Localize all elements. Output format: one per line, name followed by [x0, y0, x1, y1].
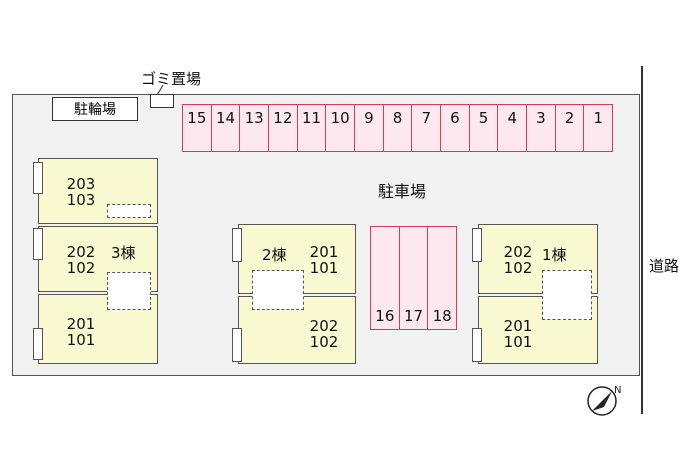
parking-lot-label: 駐車場: [378, 182, 427, 201]
unit-number: 103: [66, 191, 96, 209]
unit-number: 202: [309, 317, 339, 335]
unit-number: 101: [503, 333, 533, 351]
parking-space: 7: [411, 104, 442, 152]
stair-outline: [252, 270, 304, 310]
unit-number: 101: [66, 331, 96, 349]
unit-number: 201: [309, 243, 339, 261]
parking-space: 8: [382, 104, 413, 152]
unit-number: 102: [66, 259, 96, 277]
road-edge: [641, 66, 643, 414]
entrance: [33, 328, 43, 360]
parking-space: 13: [239, 104, 270, 152]
parking-space: 9: [354, 104, 384, 152]
parking-row-top: 15 14 13 12 11 10 9 8 7 6 5 4 3 2 1: [182, 104, 614, 152]
unit-number: 202: [503, 243, 533, 261]
north-compass-icon: N: [587, 385, 621, 416]
parking-space: 6: [440, 104, 470, 152]
entrance: [472, 228, 482, 262]
parking-space: 5: [468, 104, 499, 152]
parking-space: 12: [268, 104, 298, 152]
building-2: 2棟 201 101 202 102: [232, 224, 356, 366]
parking-space: 2: [554, 104, 585, 152]
entrance: [472, 328, 482, 362]
unit-number: 203: [66, 175, 96, 193]
stair-outline: [542, 270, 592, 320]
bike-parking: 駐輪場: [52, 97, 138, 121]
unit-number: 101: [309, 259, 339, 277]
parking-space: 18: [427, 226, 458, 330]
north-label: N: [614, 385, 621, 396]
parking-space: 3: [526, 104, 556, 152]
building-name: 2棟: [262, 246, 287, 264]
trash-label: ゴミ置場: [141, 70, 202, 88]
building-name: 3棟: [111, 244, 136, 262]
entrance: [232, 228, 242, 262]
parking-space: 11: [296, 104, 327, 152]
entrance: [33, 228, 43, 260]
entrance: [33, 162, 43, 194]
parking-space: 17: [398, 226, 429, 330]
unit-number: 201: [503, 317, 533, 335]
parking-space: 16: [370, 226, 400, 330]
parking-row-middle: 16 17 18: [370, 226, 458, 330]
building-name: 1棟: [542, 246, 567, 264]
unit-number: 201: [66, 315, 96, 333]
stair-outline: [107, 204, 151, 218]
entrance: [232, 328, 242, 362]
building-3: 203 103 202 102 3棟 201 101: [33, 158, 159, 366]
parking-space: 14: [210, 104, 241, 152]
trash-area: [150, 94, 174, 108]
stair-outline: [107, 272, 151, 310]
parking-space: 4: [497, 104, 528, 152]
unit-number: 102: [503, 259, 533, 277]
road-label: 道路: [649, 257, 680, 275]
parking-space: 10: [325, 104, 356, 152]
building-1: 202 102 1棟 201 101: [472, 224, 598, 366]
unit-number: 202: [66, 243, 96, 261]
unit-number: 102: [309, 333, 339, 351]
parking-space: 15: [182, 104, 212, 152]
parking-space: 1: [583, 104, 614, 152]
